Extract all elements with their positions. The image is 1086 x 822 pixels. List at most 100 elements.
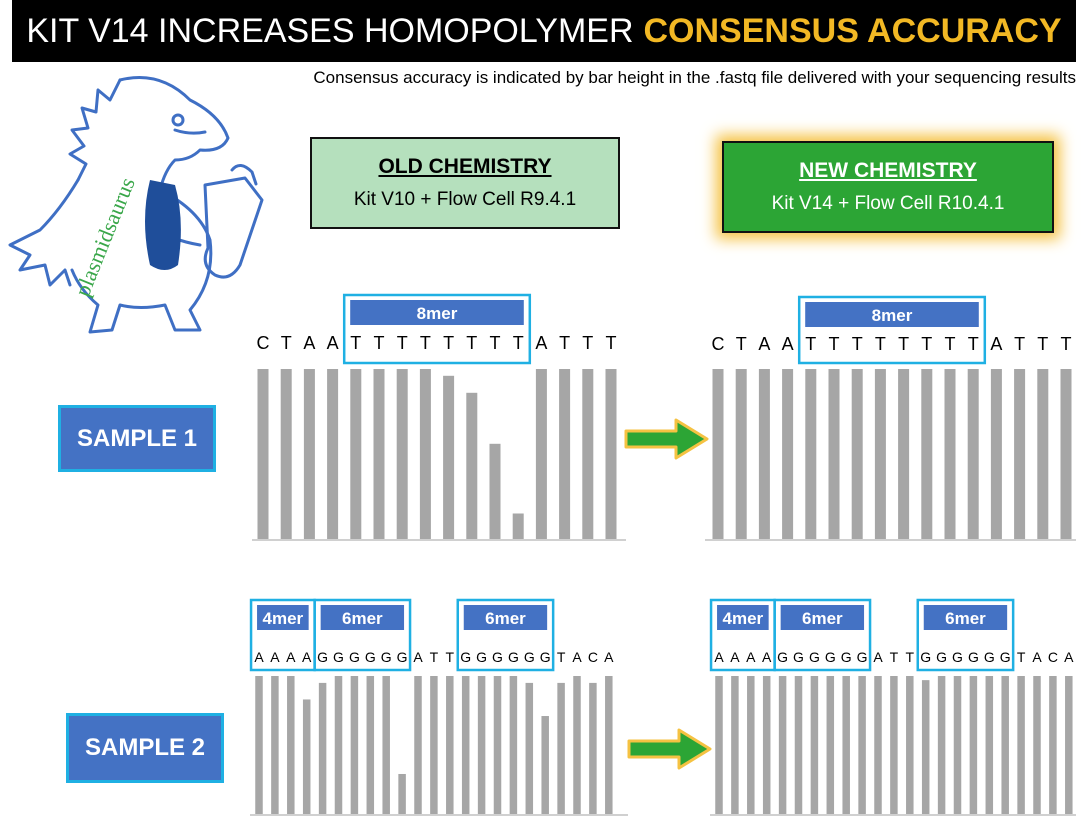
consensus-bar — [327, 369, 339, 539]
consensus-bar — [1065, 676, 1073, 814]
consensus-bar — [810, 676, 819, 814]
base-letter: G — [984, 649, 995, 665]
base-letter: G — [333, 649, 344, 665]
base-letter: C — [257, 333, 270, 353]
consensus-bar — [477, 676, 486, 814]
title-main: KIT V14 INCREASES HOMOPOLYMER — [26, 11, 634, 50]
consensus-bar — [712, 369, 724, 539]
base-letter: G — [809, 649, 820, 665]
consensus-bar — [874, 369, 886, 539]
homopolymer-label-bg — [463, 605, 548, 630]
base-letter: A — [572, 649, 582, 665]
base-letter: G — [540, 649, 551, 665]
base-letter: G — [508, 649, 519, 665]
consensus-bar — [778, 676, 787, 814]
base-letter: G — [317, 649, 328, 665]
arrow-right-icon — [624, 418, 709, 460]
consensus-bar — [990, 369, 1002, 539]
consensus-bar — [350, 676, 359, 814]
base-letter: A — [714, 649, 724, 665]
base-letter: T — [898, 334, 909, 354]
consensus-bar — [1060, 369, 1072, 539]
base-letter: G — [365, 649, 376, 665]
old-chemistry-detail: Kit V10 + Flow Cell R9.4.1 — [353, 189, 577, 210]
base-letter: T — [513, 333, 524, 353]
consensus-bar — [747, 676, 755, 814]
base-letter: A — [413, 649, 423, 665]
homopolymer-label: 4mer — [263, 609, 304, 628]
consensus-bar — [493, 676, 502, 814]
consensus-bar — [559, 369, 571, 539]
base-letter: G — [920, 649, 931, 665]
base-letter: T — [430, 649, 439, 665]
base-letter: A — [746, 649, 756, 665]
consensus-bar — [582, 369, 594, 539]
base-letter: G — [952, 649, 963, 665]
homopolymer-frame — [342, 293, 532, 365]
consensus-bar — [782, 369, 794, 539]
homopolymer-label: 8mer — [417, 304, 458, 323]
base-letter: G — [381, 649, 392, 665]
sample-1-label: SAMPLE 1 — [58, 405, 216, 472]
base-letter: C — [1048, 649, 1058, 665]
homopolymer-frame — [773, 598, 872, 672]
consensus-bar — [1017, 676, 1025, 814]
consensus-bar — [805, 369, 817, 539]
homopolymer-label: 4mer — [723, 609, 764, 628]
base-letter: A — [254, 649, 264, 665]
base-letter: T — [829, 334, 840, 354]
base-letter: T — [736, 334, 747, 354]
consensus-bar — [605, 369, 617, 539]
consensus-bar — [461, 676, 470, 814]
consensus-bar — [969, 676, 978, 814]
base-letter: G — [936, 649, 947, 665]
base-letter: T — [374, 333, 385, 353]
base-letter: T — [443, 333, 454, 353]
base-letter: T — [1014, 334, 1025, 354]
consensus-bar — [731, 676, 739, 814]
consensus-bar — [541, 716, 549, 814]
consensus-bar — [430, 676, 438, 814]
consensus-bar — [271, 676, 279, 814]
consensus-bar — [443, 375, 455, 539]
consensus-bar — [589, 682, 597, 814]
consensus-bar — [1001, 676, 1009, 814]
consensus-bar — [890, 676, 898, 814]
consensus-bar — [605, 676, 613, 814]
consensus-bar — [466, 392, 478, 539]
consensus-bar — [302, 699, 311, 814]
base-letter: T — [1017, 649, 1026, 665]
consensus-bar — [826, 676, 835, 814]
homopolymer-label: 6mer — [485, 609, 526, 628]
consensus-bar — [573, 676, 581, 814]
consensus-bar — [446, 676, 454, 814]
consensus-bar — [858, 676, 866, 814]
base-letter: T — [397, 333, 408, 353]
homopolymer-frame — [456, 598, 555, 672]
consensus-bar — [287, 676, 295, 814]
base-letter: A — [1064, 649, 1074, 665]
consensus-bar — [985, 676, 994, 814]
base-letter: A — [730, 649, 740, 665]
consensus-bar — [512, 513, 524, 539]
base-letter: A — [270, 649, 280, 665]
base-letter: T — [582, 333, 593, 353]
consensus-bar — [1049, 676, 1057, 814]
homopolymer-label-bg — [257, 605, 309, 630]
base-letter: T — [805, 334, 816, 354]
base-letter: T — [490, 333, 501, 353]
base-letter: A — [286, 649, 296, 665]
base-letter: G — [349, 649, 360, 665]
arrow-right-icon — [627, 728, 712, 770]
consensus-bar — [334, 676, 343, 814]
base-letter: T — [945, 334, 956, 354]
consensus-bar — [735, 369, 747, 539]
base-letter: C — [588, 649, 598, 665]
consensus-bar — [255, 676, 263, 814]
base-letter: T — [1037, 334, 1048, 354]
consensus-bar — [898, 369, 910, 539]
homopolymer-frame — [313, 598, 412, 672]
base-letter: T — [420, 333, 431, 353]
consensus-bar — [842, 676, 850, 814]
